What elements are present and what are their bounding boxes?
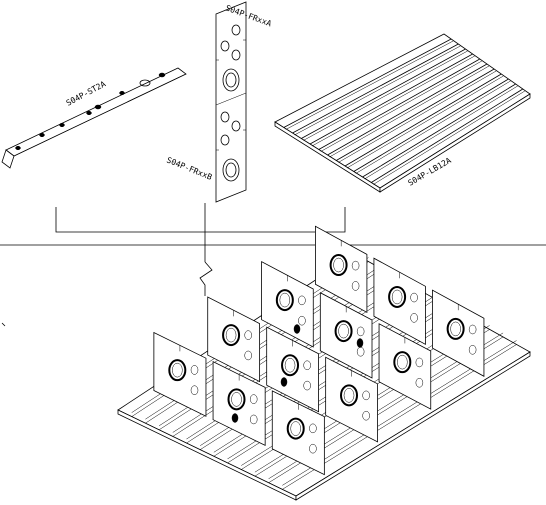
- frame-panel: [266, 326, 319, 413]
- plate-rib: [353, 78, 509, 172]
- frame-hole-inner: [231, 392, 242, 407]
- frame-small-hole: [309, 423, 317, 434]
- cross-stiffener-cutout: [231, 413, 239, 423]
- plate-rib-edge: [285, 40, 454, 130]
- frame-panel: [325, 356, 378, 443]
- frame-small-hole: [415, 357, 424, 368]
- frame-small-hole: [249, 414, 258, 425]
- frame-small-hole: [468, 324, 477, 335]
- plate-rib-edge: [311, 55, 475, 147]
- frame-hole-inner: [343, 388, 355, 403]
- frame-small-hole: [303, 380, 311, 391]
- cross-stiffener-cutout: [356, 338, 364, 348]
- frame-small-hole: [244, 330, 252, 340]
- plate-rib: [309, 53, 473, 145]
- plate-part: [274, 33, 531, 193]
- frame-lightening-hole: [446, 317, 465, 340]
- frame-small-hole: [190, 385, 199, 395]
- plate-ribs: [283, 38, 525, 185]
- stiffener-part: [1, 67, 187, 169]
- frame-panel: [212, 361, 266, 447]
- frame-lightening-hole: [340, 384, 359, 407]
- frame-small-hole: [362, 390, 370, 401]
- frame-small-hole: [468, 345, 477, 355]
- frame-panel: [378, 323, 432, 410]
- frame-lightening-hole: [334, 320, 353, 343]
- cross-stiffener-cutout: [280, 377, 288, 387]
- plate-rib-edge: [364, 85, 518, 180]
- frame-lightening-hole: [222, 324, 241, 347]
- frame-lightening-hole: [168, 359, 187, 382]
- frame-panel: [315, 225, 368, 314]
- plate-rib-edge: [346, 75, 504, 169]
- frame-panel: [432, 289, 485, 377]
- frame-lightening-hole: [329, 254, 348, 277]
- frame-hole-inner: [450, 321, 461, 337]
- frame-hole-inner: [172, 362, 183, 378]
- plate-rib: [344, 73, 502, 167]
- frame-small-hole: [410, 313, 418, 323]
- frame-small-hole: [351, 281, 360, 291]
- frame-small-hole: [410, 292, 418, 303]
- frame-part: [215, 1, 247, 203]
- assembly-bracket: [55, 203, 346, 262]
- frame-lightening-hole: [286, 417, 305, 440]
- plate-rib-edge: [373, 90, 525, 185]
- frame-lightening-hole: [393, 351, 412, 374]
- frame-lightening-hole: [227, 388, 246, 411]
- frame-small-hole: [356, 326, 365, 337]
- plate-rib-edge: [355, 80, 511, 174]
- frame-lightening-hole: [388, 285, 407, 308]
- stiffener-label: S04P-ST2A: [65, 79, 108, 107]
- frame-small-hole: [309, 443, 317, 454]
- plate-rib: [283, 38, 452, 128]
- grillage-frames: [153, 225, 485, 476]
- plate-rib: [292, 43, 459, 134]
- frame-small-hole: [190, 365, 199, 375]
- frame-small-hole: [298, 295, 306, 306]
- frame-hole-inner: [397, 354, 408, 370]
- frame-hole-inner: [284, 357, 296, 373]
- frame-small-hole: [298, 315, 306, 326]
- plate-rib-edge: [294, 45, 461, 136]
- plate-rib-edge: [303, 50, 468, 141]
- plate-rib-edge: [338, 70, 497, 163]
- frame-hole-inner: [338, 323, 349, 339]
- frame-small-hole: [249, 394, 258, 404]
- plate-rib: [318, 58, 481, 150]
- plate-rib-edge: [320, 60, 482, 152]
- plate-rib: [336, 68, 495, 161]
- frame-panel: [373, 257, 426, 346]
- frame-small-hole: [244, 350, 252, 361]
- frame-hole-inner: [279, 292, 291, 308]
- zigzag-break-icon: [199, 261, 213, 296]
- plate-rib: [371, 88, 524, 183]
- frame-panel: [261, 261, 314, 348]
- frame-panel: [207, 296, 261, 383]
- plate-rib: [362, 83, 516, 178]
- plate-rib: [301, 48, 466, 139]
- frame-small-hole: [415, 377, 424, 388]
- plate-rib-edge: [329, 65, 490, 158]
- frame-panel: [319, 292, 373, 379]
- plate-rib: [327, 63, 488, 156]
- frame-panel: [153, 331, 207, 417]
- frame-small-hole: [351, 260, 360, 271]
- frame-panel: [271, 390, 325, 476]
- leader-tick-icon: [1, 322, 6, 327]
- frame-b-label: S04P-FRxxB: [165, 156, 213, 182]
- cross-stiffener-cutout: [293, 324, 301, 334]
- frame-lightening-hole: [281, 354, 300, 377]
- frame-lightening-hole: [275, 289, 294, 312]
- frame-hole-inner: [290, 421, 301, 436]
- frame-hole-inner: [391, 289, 403, 305]
- assembled-grillage: [117, 253, 531, 501]
- frame-small-hole: [303, 360, 311, 371]
- frame-hole-inner: [333, 257, 344, 273]
- frame-hole-inner: [225, 327, 237, 343]
- frame-small-hole: [362, 410, 370, 421]
